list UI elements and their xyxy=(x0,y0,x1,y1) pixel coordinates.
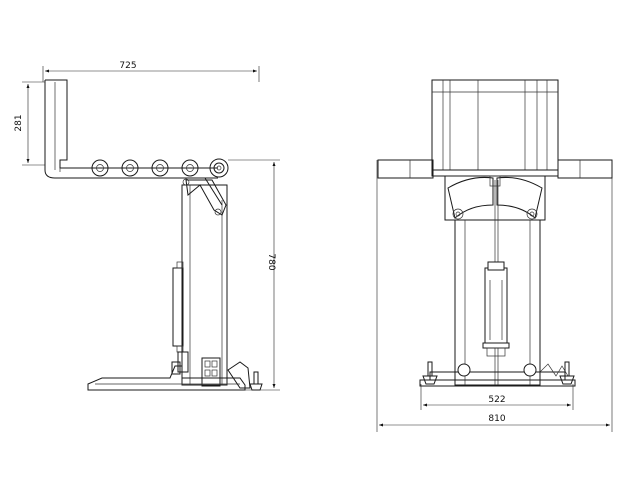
side-top-height-dimension: 281 xyxy=(14,81,45,166)
front-actuator xyxy=(482,261,510,357)
front-hanger-box xyxy=(431,79,559,171)
side-control-box xyxy=(201,357,221,387)
side-total-height-label: 780 xyxy=(266,253,276,270)
front-base-width-label: 522 xyxy=(488,395,505,405)
front-total-width-label: 810 xyxy=(488,414,505,424)
side-base xyxy=(87,361,263,391)
side-top-height-label: 281 xyxy=(14,114,24,131)
front-total-width-dimension: 810 xyxy=(376,160,613,432)
side-width-dimension: 725 xyxy=(42,61,260,82)
front-base xyxy=(419,361,576,387)
side-hanger-frame xyxy=(44,79,218,179)
side-actuator xyxy=(172,261,189,373)
side-view: 725 281 780 xyxy=(14,61,280,391)
front-base-width-dimension: 522 xyxy=(420,384,574,410)
side-width-label: 725 xyxy=(119,61,136,71)
front-head xyxy=(444,175,546,221)
side-column xyxy=(181,177,228,386)
front-wings xyxy=(377,159,613,179)
side-total-height-dimension: 780 xyxy=(228,159,280,391)
side-rollers xyxy=(91,158,229,178)
front-view: 522 810 xyxy=(376,79,613,432)
